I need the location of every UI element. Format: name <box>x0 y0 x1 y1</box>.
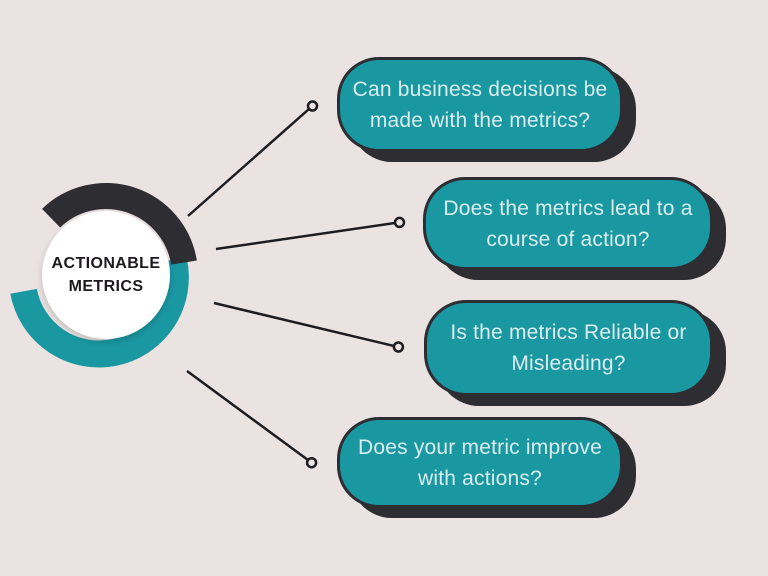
center-circle: ACTIONABLE METRICS <box>42 211 170 339</box>
connector-line-4 <box>186 369 309 462</box>
question-box-4: Does your metric improve with actions? <box>337 417 623 508</box>
center-ring-teal-arc <box>10 256 189 368</box>
connector-line-3 <box>213 301 395 348</box>
connector-endpoint-4 <box>305 456 318 469</box>
question-box-4-label: Does your metric improve with actions? <box>357 435 603 490</box>
question-box-3: Is the metrics Reliable or Misleading? <box>424 300 713 396</box>
connector-endpoint-3 <box>392 341 405 353</box>
connector-endpoint-2 <box>393 216 406 229</box>
center-ring-dark-arc <box>42 183 197 266</box>
question-box-2: Does the metrics lead to a course of act… <box>423 177 713 270</box>
connector-line-1 <box>187 108 310 217</box>
question-box-1: Can business decisions be made with the … <box>337 57 623 152</box>
question-box-2-label: Does the metrics lead to a course of act… <box>443 196 693 251</box>
question-box-1-label: Can business decisions be made with the … <box>352 77 608 132</box>
connector-line-2 <box>215 221 396 251</box>
question-box-3-label: Is the metrics Reliable or Misleading? <box>450 321 687 375</box>
center-title-line1: ACTIONABLE <box>51 255 161 272</box>
connector-endpoint-1 <box>306 100 319 112</box>
center-title-line2: METRICS <box>68 278 144 295</box>
